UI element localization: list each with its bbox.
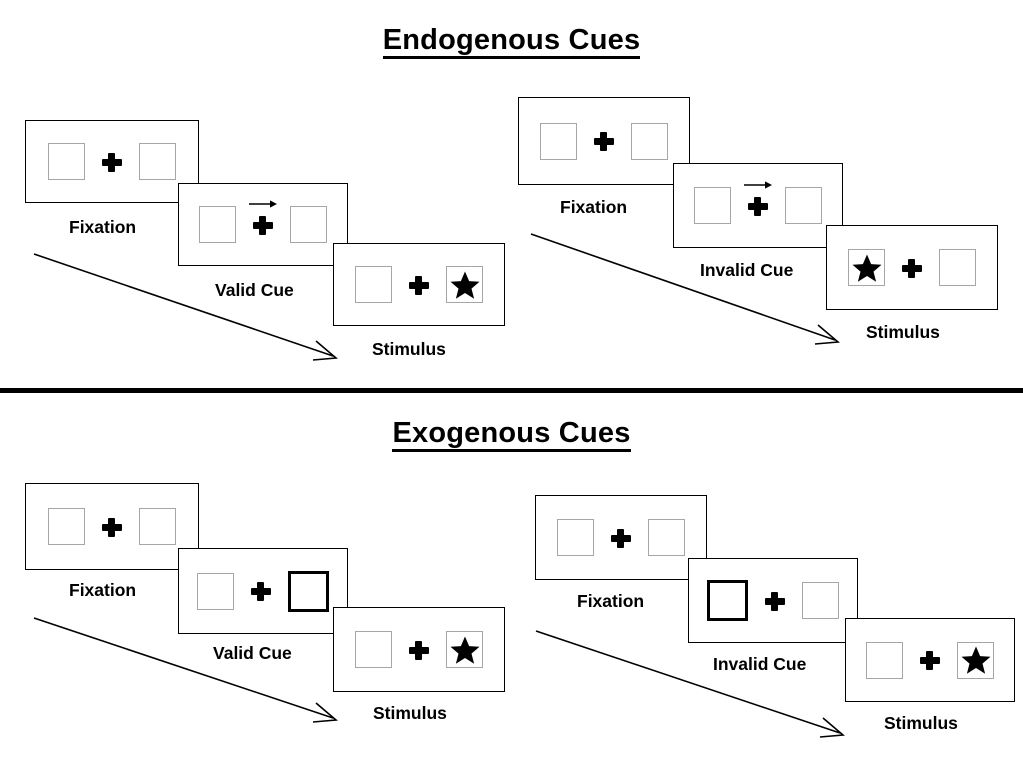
- right-box: [648, 519, 685, 556]
- caption-endogenous-invalid-stimulus: Stimulus: [866, 322, 940, 342]
- left-box: [694, 187, 731, 224]
- fixation-cross-icon: [901, 256, 923, 280]
- section-title-exogenous: Exogenous Cues: [0, 417, 1023, 453]
- right-box: [446, 266, 483, 303]
- right-box: [631, 122, 668, 160]
- caption-exogenous-invalid-fixation: Fixation: [577, 591, 645, 611]
- time-flow-arrow-icon: [33, 253, 338, 361]
- left-box: [48, 508, 85, 545]
- panel-exogenous-valid-fixation: [25, 483, 199, 570]
- left-box: [199, 206, 236, 243]
- fixation-cross-icon: [764, 589, 786, 613]
- section-title-endogenous: Endogenous Cues: [0, 24, 1023, 60]
- fixation-cross-icon: [408, 638, 430, 662]
- left-box: [197, 572, 234, 610]
- panel-endogenous-invalid-cue: [673, 163, 843, 248]
- left-box-cued: [707, 580, 748, 621]
- panel-content: [540, 122, 668, 160]
- panel-content: [197, 570, 329, 612]
- caption-exogenous-invalid-cue: Invalid Cue: [713, 654, 807, 674]
- star-icon: [852, 254, 881, 282]
- panel-endogenous-invalid-stimulus: [826, 225, 998, 310]
- fixation-cross-icon: [610, 526, 632, 550]
- panel-exogenous-valid-cue: [178, 548, 348, 634]
- panel-content: [48, 508, 176, 545]
- panel-content: [866, 641, 994, 679]
- panel-endogenous-invalid-fixation: [518, 97, 690, 185]
- left-box: [866, 641, 903, 679]
- left-box: [355, 266, 392, 303]
- panel-exogenous-invalid-fixation: [535, 495, 707, 580]
- star-icon: [450, 636, 479, 664]
- panel-content: [557, 519, 685, 556]
- fixation-cross-icon: [101, 150, 123, 174]
- fixation-cross-icon: [249, 199, 277, 237]
- right-box: [939, 249, 976, 286]
- left-box: [48, 143, 85, 180]
- caption-endogenous-valid-fixation: Fixation: [69, 217, 137, 237]
- panel-exogenous-invalid-stimulus: [845, 618, 1015, 702]
- panel-content: [694, 180, 822, 224]
- section-divider: [0, 388, 1023, 393]
- right-box: [785, 187, 822, 224]
- panel-exogenous-invalid-cue: [688, 558, 858, 643]
- left-box: [540, 122, 577, 160]
- caption-exogenous-valid-fixation: Fixation: [69, 580, 137, 600]
- panel-exogenous-valid-stimulus: [333, 607, 505, 692]
- arrow-right-cue-icon: [249, 199, 277, 208]
- fixation-cross-icon: [408, 273, 430, 297]
- panel-content: [355, 631, 483, 668]
- star-icon: [961, 646, 990, 674]
- star-icon: [450, 271, 479, 299]
- caption-exogenous-invalid-stimulus: Stimulus: [884, 713, 958, 733]
- caption-endogenous-invalid-fixation: Fixation: [560, 197, 628, 217]
- right-box: [139, 508, 176, 545]
- panel-endogenous-valid-fixation: [25, 120, 199, 203]
- left-box: [557, 519, 594, 556]
- right-box: [957, 641, 994, 679]
- caption-exogenous-valid-stimulus: Stimulus: [373, 703, 447, 723]
- fixation-cross-icon: [744, 180, 772, 218]
- time-flow-arrow-icon: [33, 617, 338, 723]
- arrow-right-cue-icon: [744, 180, 772, 189]
- fixation-cross-icon: [593, 129, 615, 153]
- caption-endogenous-valid-stimulus: Stimulus: [372, 339, 446, 359]
- fixation-cross-icon: [101, 515, 123, 539]
- panel-content: [199, 199, 327, 243]
- caption-exogenous-valid-cue: Valid Cue: [213, 643, 292, 663]
- right-box: [446, 631, 483, 668]
- caption-endogenous-valid-cue: Valid Cue: [215, 280, 294, 300]
- left-box: [848, 249, 885, 286]
- right-box-cued: [288, 570, 329, 612]
- caption-endogenous-invalid-cue: Invalid Cue: [700, 260, 794, 280]
- panel-endogenous-valid-stimulus: [333, 243, 505, 326]
- fixation-cross-icon: [919, 648, 941, 672]
- fixation-cross-icon: [250, 579, 272, 603]
- right-box: [290, 206, 327, 243]
- panel-content: [848, 249, 976, 286]
- section-title-endogenous-text: Endogenous Cues: [382, 25, 641, 60]
- panel-endogenous-valid-cue: [178, 183, 348, 266]
- panel-content: [707, 580, 839, 621]
- panel-content: [355, 266, 483, 303]
- time-flow-arrow-icon: [535, 630, 845, 738]
- left-box: [355, 631, 392, 668]
- section-title-exogenous-text: Exogenous Cues: [392, 418, 631, 453]
- right-box: [139, 143, 176, 180]
- right-box: [802, 582, 839, 619]
- panel-content: [48, 143, 176, 180]
- time-flow-arrow-icon: [530, 233, 840, 345]
